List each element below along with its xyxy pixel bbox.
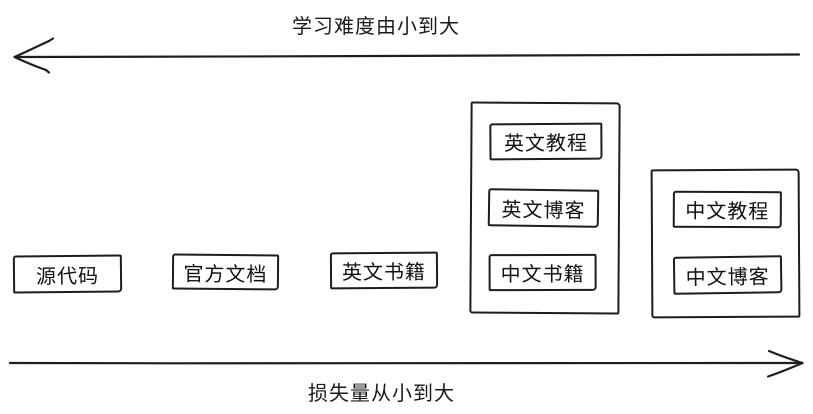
- box-english-tutorials: 英文教程: [489, 122, 603, 161]
- group-english-resources: 英文教程 英文博客 中文书籍: [469, 101, 621, 315]
- box-chinese-blogs-label: 中文博客: [685, 265, 770, 290]
- box-official-docs-label: 官方文档: [183, 263, 268, 286]
- box-english-books: 英文书籍: [329, 251, 439, 290]
- box-source-code: 源代码: [12, 254, 123, 294]
- bottom-axis-label: 损失量从小到大: [308, 383, 455, 405]
- box-chinese-tutorials-label: 中文教程: [685, 200, 770, 224]
- group-chinese-resources: 中文教程 中文博客: [650, 168, 801, 319]
- arrow-left-icon: [13, 37, 801, 74]
- box-source-code-label: 源代码: [35, 265, 100, 288]
- box-chinese-books-label: 中文书籍: [500, 263, 585, 287]
- box-english-blogs: 英文博客: [487, 188, 600, 228]
- box-chinese-books: 中文书籍: [488, 253, 597, 292]
- box-english-blogs-label: 英文博客: [501, 198, 586, 223]
- top-axis-label: 学习难度由小到大: [292, 16, 460, 38]
- box-english-books-label: 英文书籍: [341, 261, 427, 285]
- box-chinese-blogs: 中文博客: [672, 255, 783, 295]
- box-english-tutorials-label: 英文教程: [503, 132, 588, 156]
- box-chinese-tutorials: 中文教程: [672, 190, 782, 229]
- arrow-right-icon: [8, 349, 804, 378]
- box-official-docs: 官方文档: [171, 253, 280, 291]
